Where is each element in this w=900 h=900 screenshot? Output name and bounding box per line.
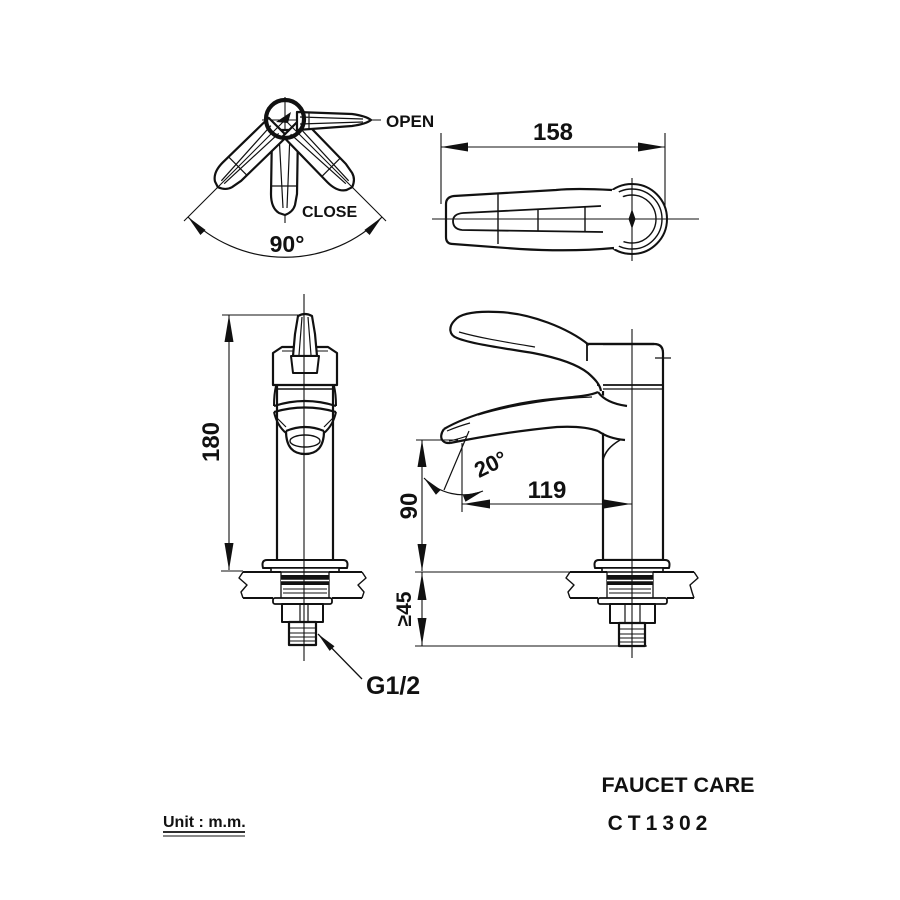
nut-facets [624,604,641,623]
spout-height-label: 90 [396,493,423,520]
spout-front [273,385,337,456]
spout-side [440,390,628,461]
handle-socket [290,355,320,374]
total-height-label: 180 [198,422,225,462]
dimension-119: 119 [461,443,632,512]
spout-reach-label: 119 [528,477,567,504]
lever-grip-line [458,331,536,348]
handle-lever-outline [444,187,615,252]
counter-section [238,571,367,599]
nut-facets [299,604,309,622]
dimension-clearance: ≥45 [393,572,647,647]
close-label: CLOSE [302,204,357,221]
dimension-20deg: 20° [421,430,511,502]
open-label: OPEN [386,112,434,131]
handle-open-position [295,110,373,132]
datum-cross [655,350,671,366]
handle-blade-front [291,312,319,358]
faucet-side-view: 90 ≥45 119 20° [393,310,699,658]
faucet-front-view: 180 [198,294,420,700]
thread-callout: G1/2 [315,631,420,700]
mounting-nut [281,603,324,623]
base-flange [261,559,349,569]
dimension-90: 90 [396,439,458,571]
handle-lever-slot [452,205,604,233]
spout-mouth [289,434,321,448]
model-code-label: CT1302 [608,812,713,835]
spout-fill [442,393,627,443]
pivot-center-mark [276,112,291,123]
product-line-label: FAUCET CARE [602,773,755,797]
unit-note-label: Unit : m.m. [163,814,246,831]
handle-blade-facets [298,316,312,356]
min-clearance-label: ≥45 [393,591,416,626]
spout-angle-label: 20° [470,446,511,483]
dimension-158: 158 [440,119,666,208]
shank-threads [290,627,315,642]
dimension-180: 180 [198,314,301,572]
title-block: FAUCET CARE CT1302 Unit : m.m. [163,773,755,837]
angle-rays [183,119,387,222]
handle-side-view: 158 [432,119,699,261]
body-column [275,385,335,560]
handle-pivot-circle [263,97,307,141]
handle-lever-body [445,188,625,252]
centerlines [432,178,699,261]
base-collar [270,567,340,573]
handle-rotation-top-view: 90° OPEN CLOSE [183,97,434,258]
thread-size-label: G1/2 [366,672,420,700]
rotation-angle-label: 90° [270,231,305,257]
dimension-90deg-arc: 90° [185,214,385,258]
lever-outline [449,310,603,392]
counter-section [415,571,699,599]
handle-length-label: 158 [533,119,573,146]
